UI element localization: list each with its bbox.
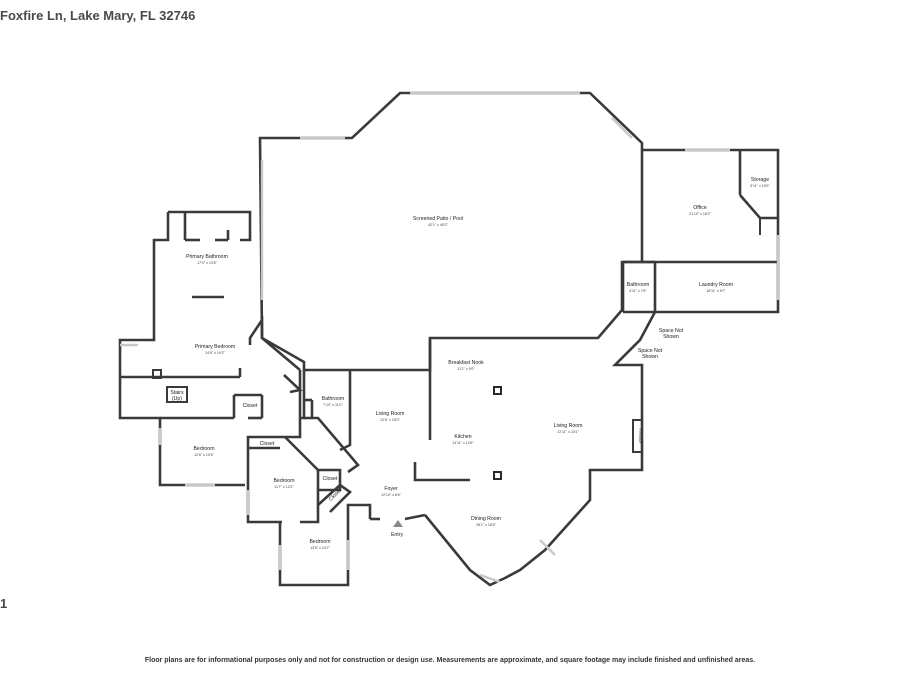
floor-label: 1	[0, 596, 8, 611]
office-label: Office	[693, 205, 707, 211]
entry-label: Entry	[391, 532, 404, 538]
bed1-label: Bedroom	[193, 446, 214, 452]
living-right-dim: 22'11" x 24'1"	[557, 430, 579, 434]
primary-bath-label: Primary Bathroom	[186, 254, 228, 260]
column-2	[493, 471, 502, 480]
stairs-label-2: (Up)	[172, 396, 182, 402]
stairs-label-1: Stairs	[170, 390, 184, 396]
bed2-label: Bedroom	[273, 478, 294, 484]
disclaimer-text: Floor plans are for informational purpos…	[144, 657, 756, 664]
laundry-dim: 18'11" x 8'7"	[706, 289, 726, 293]
office-block	[621, 148, 780, 314]
primary-bed-dim: 24'6" x 19'2"	[205, 351, 225, 355]
closet-b-label: Closet	[260, 441, 275, 447]
office-dim: 21'10" x 18'2"	[689, 212, 711, 216]
dining-dim: 28'1" x 18'5"	[476, 523, 496, 527]
corridor	[423, 311, 657, 587]
dining-label: Dining Room	[471, 516, 501, 522]
column-1	[493, 386, 502, 395]
primary-bath-dim: 17'0" x 13'6"	[197, 261, 217, 265]
fireplace-label: Fireplace	[638, 429, 642, 444]
space-not-shown-1-l1: Space Not	[659, 328, 684, 334]
patio-area	[258, 91, 644, 372]
foyer-label: Foyer	[384, 486, 398, 492]
breakfast-dim: 11'1" x 9'0"	[457, 367, 475, 371]
storage-dim: 5'11" x 16'9"	[750, 184, 770, 188]
living-right-label: Living Room	[554, 423, 583, 429]
patio-label: Screened Patio / Pool	[413, 216, 463, 222]
living-left-label: Living Room	[376, 411, 405, 417]
space-not-shown-2-l1: Space Not	[638, 348, 663, 354]
patio-dim: 42'1" x 45'2"	[428, 223, 448, 227]
bath-mid-dim: 7'10" x 11'0"	[323, 403, 343, 407]
closet-c-label: Closet	[323, 476, 338, 482]
main-walls	[246, 338, 470, 587]
bath-right-label: Bathroom	[627, 282, 650, 288]
fireplace-box	[632, 419, 643, 453]
primary-bed-label: Primary Bedroom	[195, 344, 235, 350]
living-left-dim: 12'6" x 15'0"	[380, 418, 400, 422]
foyer-dim: 12'10" x 8'6"	[381, 493, 401, 497]
bed1-dim: 12'6" x 10'6"	[194, 453, 214, 457]
kitchen-dim: 13'11" x 12'6"	[452, 441, 474, 445]
space-not-shown-2-l2: Shown	[642, 354, 658, 360]
closet-a-label: Closet	[243, 403, 258, 409]
laundry-label: Laundry Room	[699, 282, 733, 288]
storage-label: Storage	[751, 177, 769, 183]
breakfast-label: Breakfast Nook	[448, 360, 484, 366]
address-title: Foxfire Ln, Lake Mary, FL 32746	[0, 8, 196, 23]
bed3-label: Bedroom	[309, 539, 330, 545]
bed3-dim: 13'6" x 14'7"	[310, 546, 330, 550]
bed2-dim: 11'7" x 12'2"	[274, 485, 294, 489]
middle-rooms	[246, 370, 360, 524]
space-not-shown-1-l2: Shown	[663, 334, 679, 340]
bath-right-dim: 4'11" x 7'8"	[629, 289, 647, 293]
kitchen-label: Kitchen	[454, 434, 471, 440]
left-wing	[118, 210, 301, 487]
bath-mid-label: Bathroom	[322, 396, 345, 402]
entry-arrow-icon	[393, 520, 403, 527]
